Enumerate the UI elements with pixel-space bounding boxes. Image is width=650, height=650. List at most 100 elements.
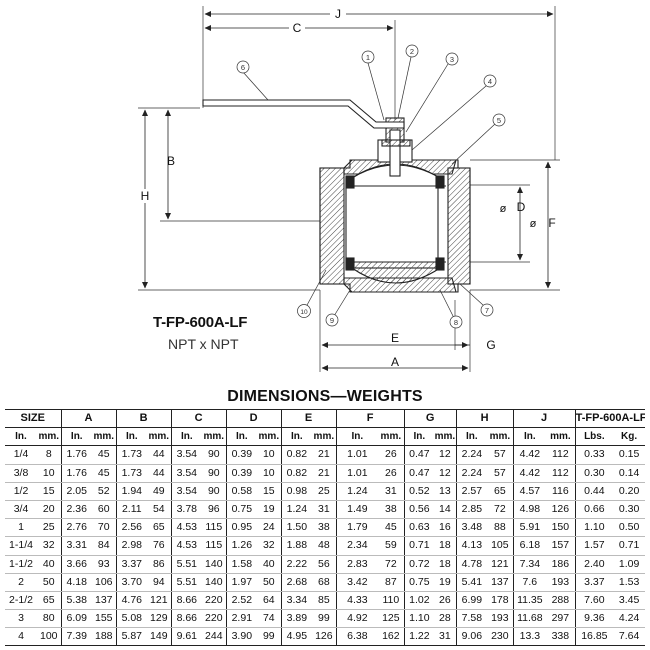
table-cell: 2.57 (455, 482, 488, 501)
table-cell: 45 (92, 445, 117, 465)
unit-header-cell: In. (512, 427, 547, 447)
table-cell: 13.3 (512, 627, 547, 647)
table-cell: 4.98 (512, 500, 547, 520)
table-cell: 150 (546, 518, 576, 538)
table-cell: 3.48 (455, 518, 488, 538)
table-cell: 5.38 (60, 591, 93, 611)
callout-5: 5 (492, 113, 506, 127)
table-cell: 4.13 (455, 536, 488, 556)
table-cell: 6.18 (512, 536, 547, 556)
table-cell: 3.37 (115, 555, 148, 574)
table-cell: 86 (147, 555, 172, 574)
table-cell: 2.85 (455, 500, 488, 520)
table-cell: 13 (434, 482, 457, 501)
table-cell: 12 (434, 464, 457, 483)
table-cell: 44 (147, 464, 172, 483)
table-cell: 38 (378, 500, 405, 520)
table-cell: 45 (378, 518, 405, 538)
unit-header-cell: In. (335, 427, 379, 447)
group-j: J (512, 408, 576, 429)
table-cell: 8.66 (170, 609, 203, 629)
table-cell: 65 (487, 482, 514, 501)
dim-label-e: E (391, 331, 399, 345)
table-cell: 60 (92, 500, 117, 520)
table-cell: 90 (202, 464, 227, 483)
table-cell: 1.26 (225, 536, 258, 556)
dim-label-h: H (141, 189, 150, 203)
table-cell: 3.34 (280, 591, 313, 611)
unit-header-cell: mm. (434, 427, 457, 447)
callout-3: 3 (445, 52, 459, 66)
table-cell: 4 (5, 627, 37, 647)
table-cell: 5.08 (115, 609, 148, 629)
dim-label-c: C (293, 21, 302, 35)
table-cell: 0.75 (403, 573, 435, 592)
table-cell: 4.42 (512, 464, 547, 483)
table-cell: 3.66 (60, 555, 93, 574)
table-cell: 115 (202, 536, 227, 556)
table-cell: 244 (202, 627, 227, 647)
table-cell: 3/8 (5, 464, 37, 483)
svg-text:10: 10 (300, 309, 308, 316)
table-cell: 4.95 (280, 627, 313, 647)
table-cell: 12 (434, 445, 457, 465)
table-cell: 76 (147, 536, 172, 556)
table-cell: 19 (257, 500, 282, 520)
table-cell: 297 (546, 609, 576, 629)
table-cell: 2.40 (574, 555, 614, 574)
table-cell: 1.49 (335, 500, 379, 520)
table-cell: 1.50 (280, 518, 313, 538)
table-cell: 129 (147, 609, 172, 629)
dim-label-d: D (517, 200, 526, 214)
table-cell: 0.75 (225, 500, 258, 520)
table-cell: 99 (312, 609, 337, 629)
table-cell: 7.64 (613, 627, 646, 647)
table-cell: 94 (147, 573, 172, 592)
table-cell: 0.82 (280, 464, 313, 483)
table-cell: 121 (147, 591, 172, 611)
table-cell: 1/4 (5, 445, 37, 465)
table-cell: 1.24 (335, 482, 379, 501)
table-cell: 0.95 (225, 518, 258, 538)
unit-header-cell: In. (403, 427, 435, 447)
table-cell: 157 (546, 536, 576, 556)
table-cell: 14 (434, 500, 457, 520)
table-cell: 0.71 (613, 536, 646, 556)
table-cell: 10 (257, 464, 282, 483)
table-cell: 1.76 (60, 464, 93, 483)
table-cell: 54 (147, 500, 172, 520)
unit-header-cell: mm. (147, 427, 172, 447)
table-cell: 64 (257, 591, 282, 611)
table-cell: 3.90 (225, 627, 258, 647)
group-h: H (455, 408, 514, 429)
table-cell: 1-1/2 (5, 555, 37, 574)
diameter-symbol-f: ø (530, 218, 537, 230)
unit-header-cell: In. (455, 427, 488, 447)
table-cell: 21 (312, 445, 337, 465)
table-cell: 1.73 (115, 464, 148, 483)
table-cell: 49 (147, 482, 172, 501)
table-cell: 15 (257, 482, 282, 501)
table-cell: 70 (92, 518, 117, 538)
dim-label-f: F (548, 216, 555, 230)
table-cell: 7.58 (455, 609, 488, 629)
table-cell: 1.73 (115, 445, 148, 465)
table-group-header: SIZE A B C D E F G H J T-FP-600A-LF (5, 408, 646, 429)
table-cell: 3/4 (5, 500, 37, 520)
table-cell: 0.58 (225, 482, 258, 501)
table-cell: 115 (202, 518, 227, 538)
table-cell: 40 (257, 555, 282, 574)
table-cell: 38 (312, 518, 337, 538)
table-cell: 3.54 (170, 464, 203, 483)
dim-label-b: B (167, 154, 175, 168)
table-cell: 116 (546, 482, 576, 501)
table-cell: 193 (546, 573, 576, 592)
table-cell: 2.05 (60, 482, 93, 501)
table-cell: 19 (434, 573, 457, 592)
table-cell: 18 (434, 555, 457, 574)
dim-label-g: G (486, 338, 495, 352)
unit-header-cell: mm. (312, 427, 337, 447)
